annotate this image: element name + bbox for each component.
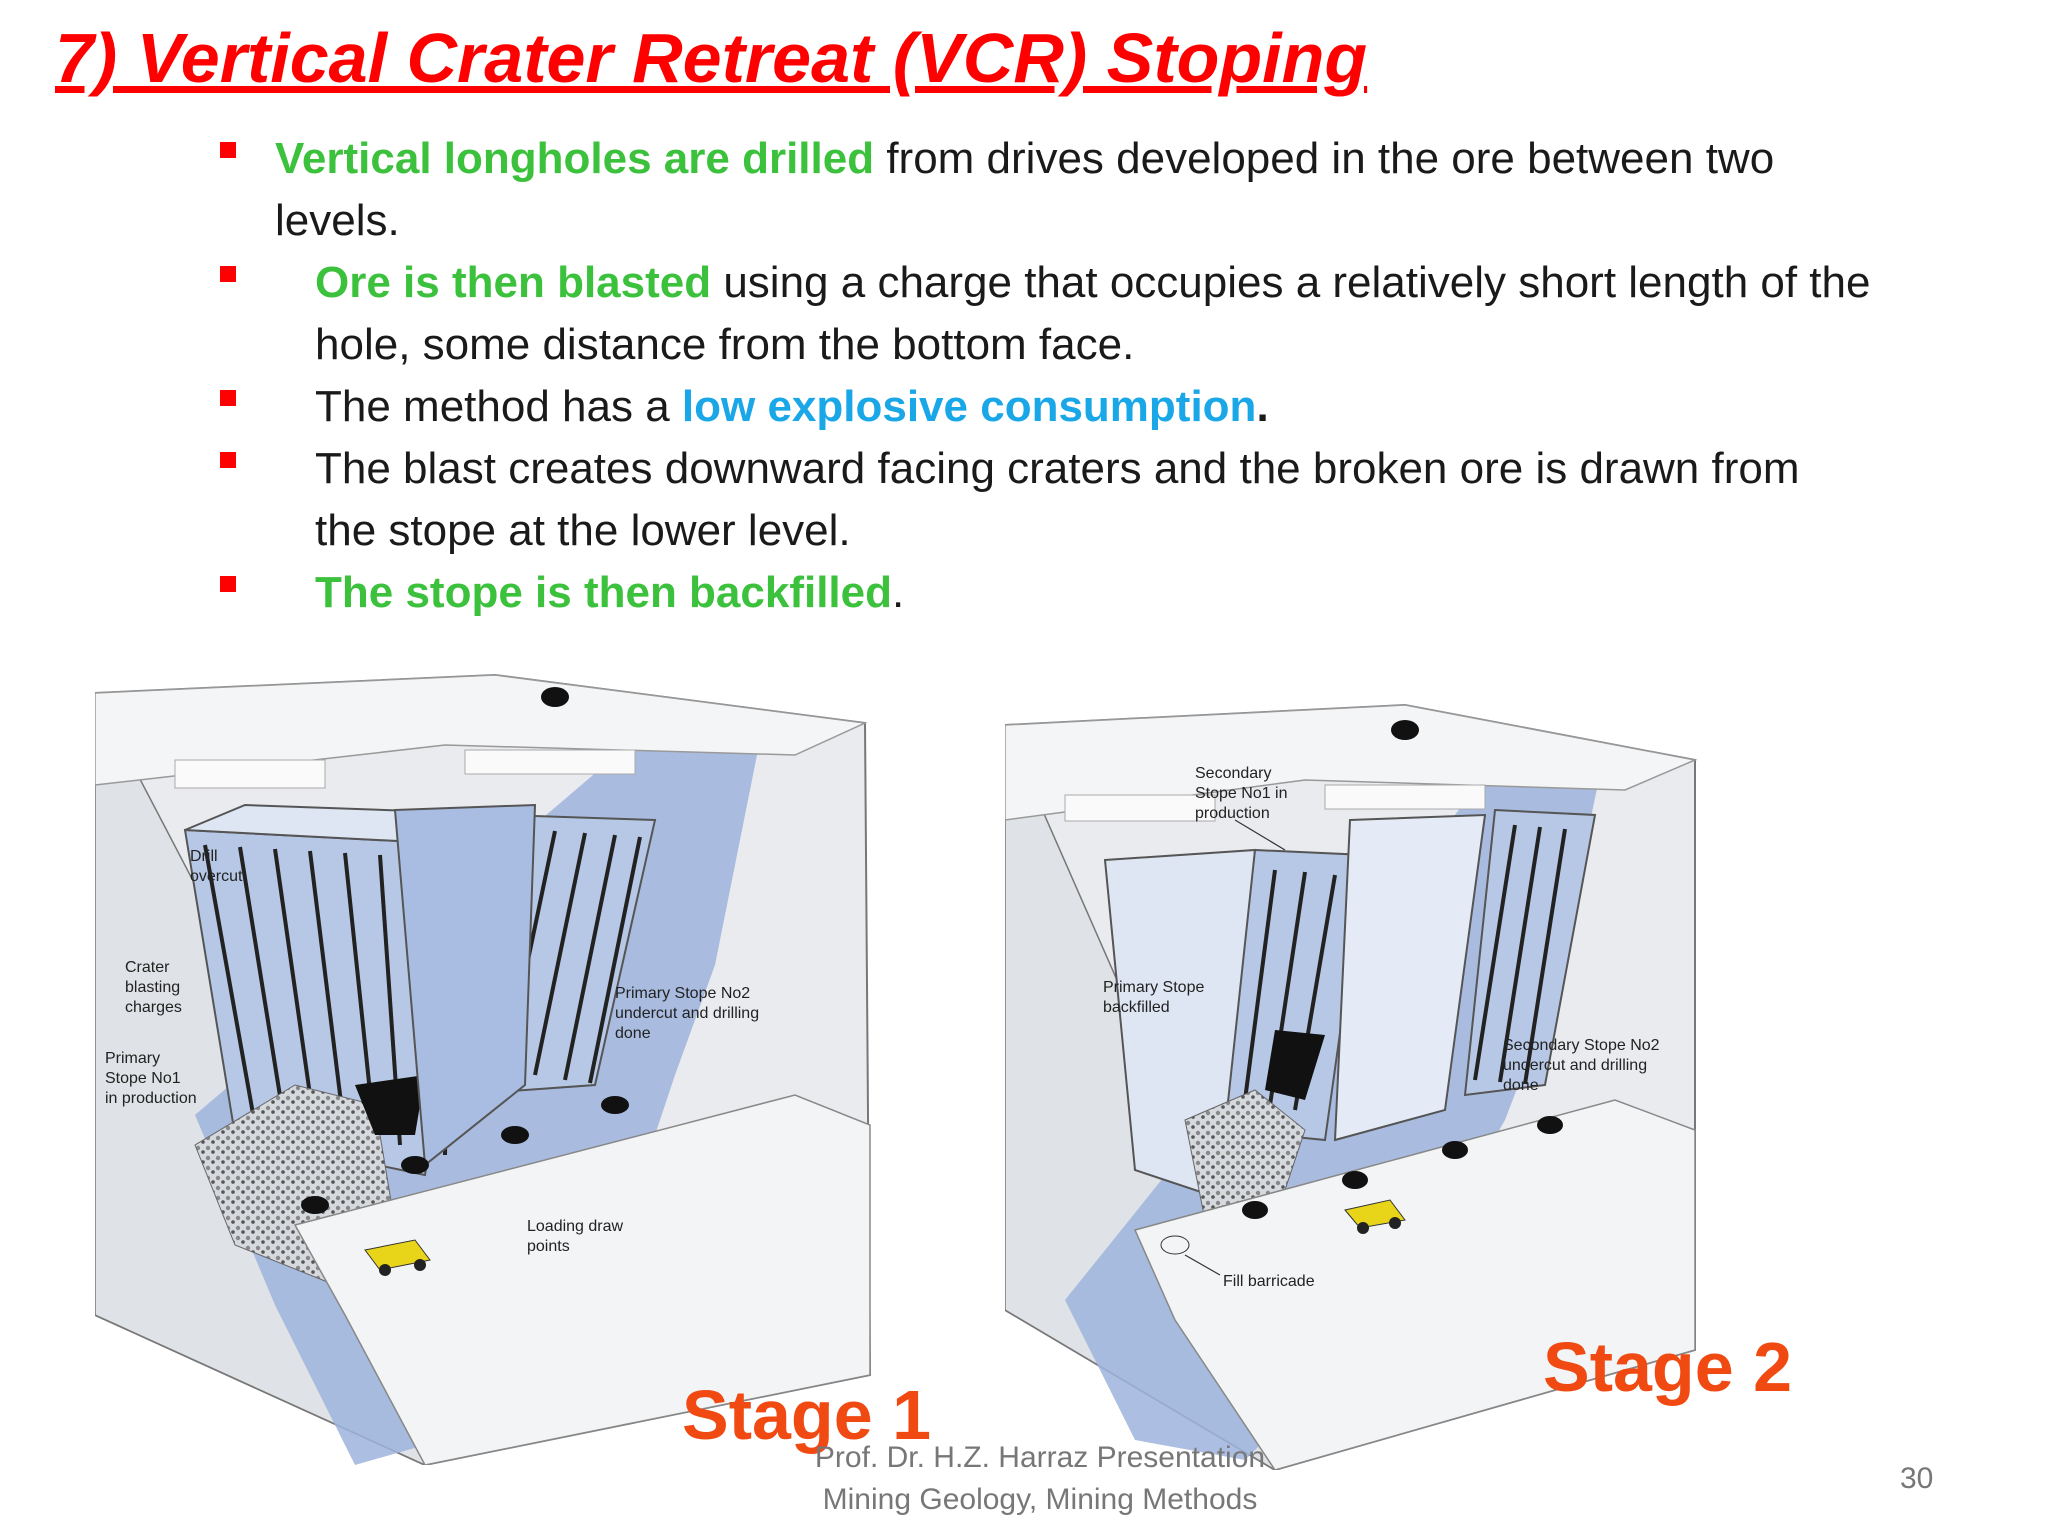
- bullet-text: The method has a: [315, 382, 682, 431]
- label-drill-overcut: Drill: [190, 848, 218, 865]
- label-primary-stope-backfilled: Primary Stope: [1103, 979, 1204, 996]
- bullet-highlight: Vertical longholes are drilled: [275, 134, 875, 183]
- bullet-item: The blast creates downward facing crater…: [210, 438, 1970, 562]
- footer-author: Prof. Dr. H.Z. Harraz Presentation: [814, 1441, 1266, 1474]
- bullet-square-icon: [220, 576, 236, 592]
- footer: Prof. Dr. H.Z. Harraz Presentation Minin…: [760, 1437, 1320, 1521]
- bullet-text: from drives developed in the ore between…: [874, 134, 1775, 183]
- loader-vehicle-icon: [1344, 1199, 1406, 1234]
- bullet-highlight: Ore is then blasted: [315, 258, 712, 307]
- bullet-text-continued: levels.: [275, 196, 400, 245]
- loader-vehicle-icon: [364, 1239, 431, 1276]
- label-loading-draw-points: Loading draw: [527, 1218, 624, 1235]
- label-fill-barricade: Fill barricade: [1223, 1273, 1315, 1290]
- bullet-item: The stope is then backfilled.: [210, 562, 1970, 624]
- bullet-list: Vertical longholes are drilled from driv…: [210, 128, 1970, 624]
- bullet-square-icon: [220, 142, 236, 158]
- stage2-label: Stage 2: [1543, 1328, 1792, 1406]
- bullet-item: Vertical longholes are drilled from driv…: [210, 128, 1970, 252]
- bullet-item: Ore is then blasted using a charge that …: [210, 252, 1970, 376]
- label-primary-stope-no1: Primary: [105, 1050, 160, 1067]
- bullet-square-icon: [220, 266, 236, 282]
- bullet-item: The method has a low explosive consumpti…: [210, 376, 1970, 438]
- bullet-text-continued: the stope at the lower level.: [315, 506, 851, 555]
- page-number: 30: [1900, 1462, 1934, 1495]
- bullet-text: using a charge that occupies a relativel…: [711, 258, 1871, 307]
- bullet-punctuation: .: [892, 568, 905, 617]
- bullet-highlight: The stope is then backfilled: [315, 568, 893, 617]
- label-crater-charges: Crater: [125, 959, 170, 976]
- bullet-text-continued: hole, some distance from the bottom face…: [315, 320, 1135, 369]
- broken-ore: [1184, 1089, 1306, 1221]
- label-secondary-stope-no2: Secondary Stope No2: [1503, 1037, 1660, 1054]
- bullet-punctuation: .: [1256, 382, 1269, 431]
- stage1-label: Stage 1: [682, 1376, 931, 1454]
- footer-course: Mining Geology, Mining Methods: [822, 1483, 1258, 1516]
- bullet-text: The blast creates downward facing crater…: [315, 444, 1800, 493]
- label-primary-stope-no2: Primary Stope No2: [615, 985, 750, 1002]
- bullet-highlight: low explosive consumption: [681, 382, 1257, 431]
- bullet-square-icon: [220, 390, 236, 406]
- slide-title: 7) Vertical Crater Retreat (VCR) Stoping: [55, 19, 1368, 97]
- label-secondary-stope-no1: Secondary: [1195, 765, 1272, 782]
- bullet-square-icon: [220, 452, 236, 468]
